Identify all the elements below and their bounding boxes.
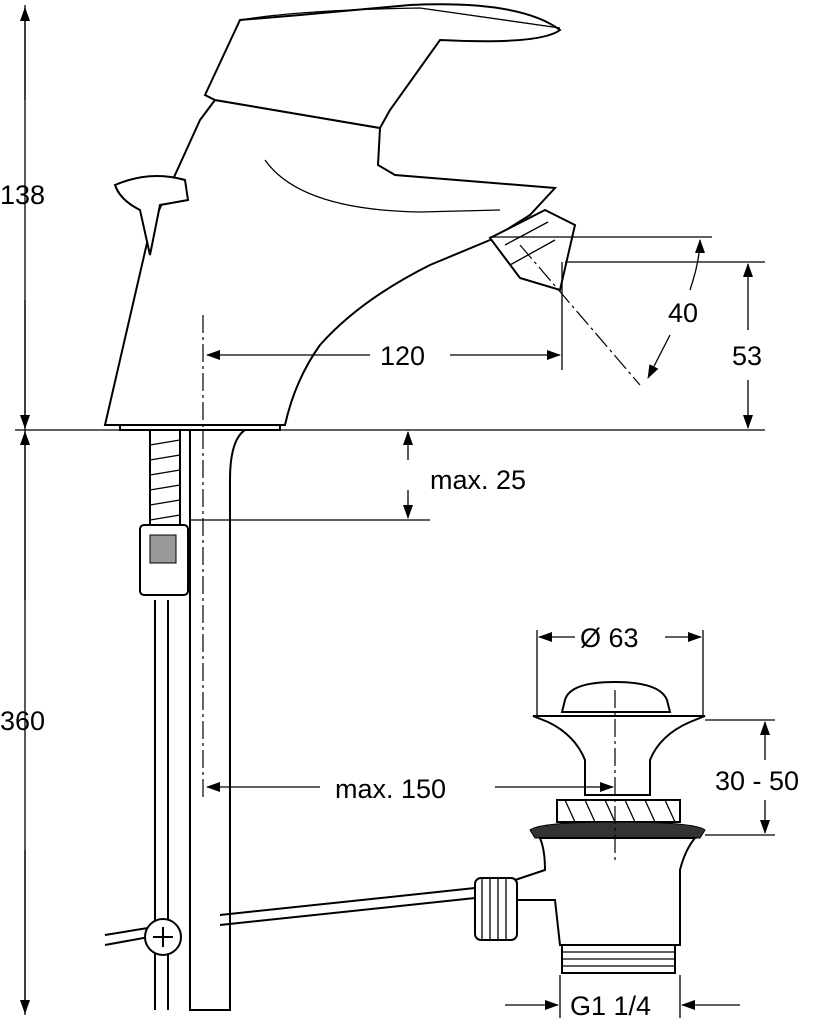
dimension-lines — [15, 5, 775, 1018]
dim-53: 53 — [732, 341, 762, 371]
dim-g1-1-4: G1 1/4 — [570, 991, 651, 1021]
dim-max-25: max. 25 — [430, 465, 526, 495]
faucet-body — [103, 3, 577, 431]
supply-hoses — [104, 429, 476, 1011]
pop-up-waste — [474, 680, 706, 974]
dim-120: 120 — [380, 341, 425, 371]
dim-30-50: 30 - 50 — [715, 766, 799, 796]
dim-138: 138 — [0, 180, 45, 210]
centerlines — [202, 244, 641, 860]
dim-40: 40 — [668, 298, 698, 328]
dim-diameter-63: Ø 63 — [580, 623, 639, 653]
dim-360: 360 — [0, 706, 45, 736]
dim-max-150: max. 150 — [335, 774, 446, 804]
